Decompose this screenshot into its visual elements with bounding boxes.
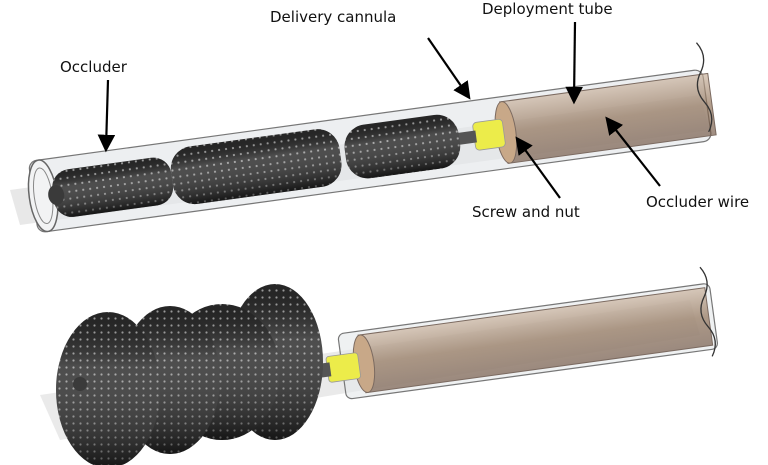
screw-and-nut-label: Screw and nut <box>472 203 580 221</box>
cannula-arrow <box>427 37 471 100</box>
bottom-assembly <box>40 266 719 465</box>
screw-arrow <box>515 136 561 199</box>
deployment-tube-label: Deployment tube <box>482 0 613 18</box>
top-assembly <box>10 42 717 233</box>
occluder-label: Occluder <box>60 58 127 76</box>
deployment-arrow <box>565 21 583 105</box>
occluder-arrow <box>97 79 116 153</box>
expanded-occluder <box>56 284 323 465</box>
deployment-tube-bottom <box>309 266 719 400</box>
occluder-wire-label: Occluder wire <box>646 193 750 211</box>
callout-arrows <box>97 21 661 199</box>
wire-arrow <box>605 116 661 187</box>
delivery-cannula-label: Delivery cannula <box>270 8 397 26</box>
delivery-cannula-tube <box>27 42 717 233</box>
